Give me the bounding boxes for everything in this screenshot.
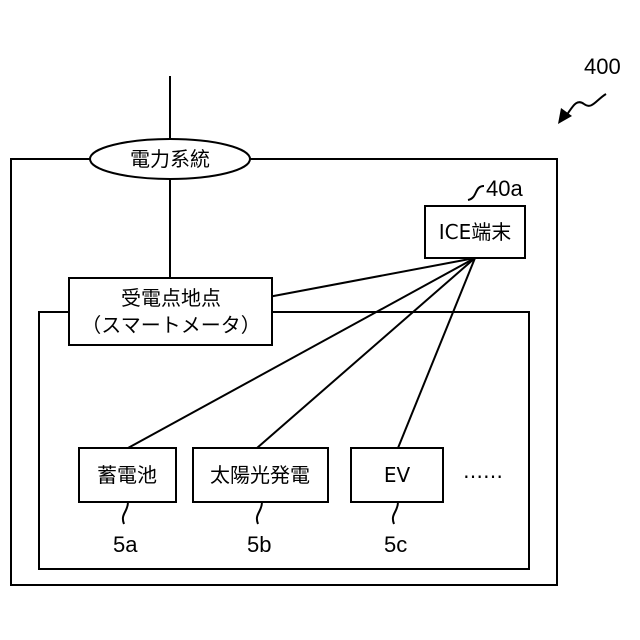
solar-ref-leader xyxy=(257,502,262,524)
ice-terminal-ref: 40a xyxy=(486,176,523,201)
more-devices-ellipsis: …… xyxy=(463,459,503,483)
ice-to-ev-line xyxy=(398,258,475,448)
battery-label: 蓄電池 xyxy=(97,463,157,487)
ice-terminal-ref-leader xyxy=(468,186,484,200)
ice-terminal-label: ICE端末 xyxy=(439,220,512,244)
battery-ref-leader xyxy=(123,502,128,524)
ev-ref-leader xyxy=(393,502,398,524)
ev-label: EV xyxy=(384,463,411,487)
smart-meter-label-line1: 受電点地点 xyxy=(121,286,221,310)
smart-meter-label-line2: （スマートメータ） xyxy=(81,313,260,337)
ice-to-solar-line xyxy=(257,258,475,448)
figure-ref-label: 400 xyxy=(584,54,621,79)
ice-to-meter-line xyxy=(263,258,475,298)
solar-label: 太陽光発電 xyxy=(210,463,310,487)
figure-ref-leader xyxy=(566,94,606,116)
power-grid-label: 電力系統 xyxy=(130,147,210,171)
ev-ref: 5c xyxy=(384,532,407,557)
solar-ref: 5b xyxy=(247,532,271,557)
inner-customer-frame xyxy=(39,312,529,569)
battery-ref: 5a xyxy=(113,532,138,557)
